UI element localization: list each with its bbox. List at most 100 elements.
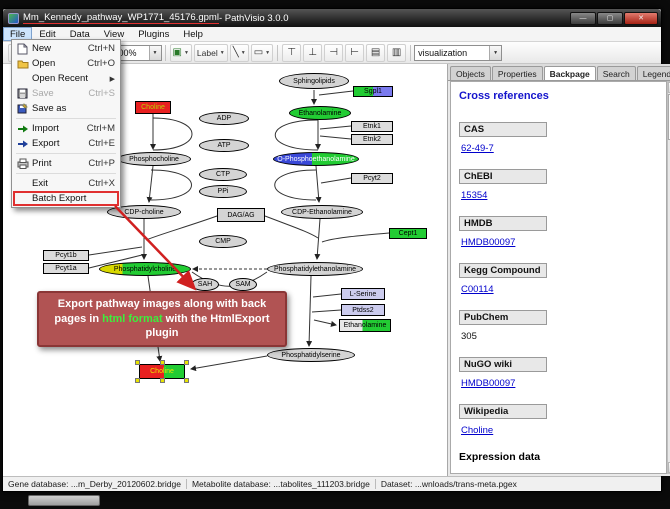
pathway-node-l-serine[interactable]: L-Serine [341,288,385,300]
pathway-node-pcyt1a[interactable]: Pcyt1a [43,263,89,274]
pathway-node-ethanolamine[interactable]: Ethanolamine [289,106,351,120]
visualization-combo[interactable]: visualization▼ [414,44,503,61]
pathway-node-atp[interactable]: ATP [199,139,249,152]
pathway-node-cept1[interactable]: Cept1 [389,228,427,239]
xref-link[interactable]: Choline [461,425,494,436]
tab-backpage[interactable]: Backpage [543,66,596,80]
pathway-node-pcyt2[interactable]: Pcyt2 [351,173,393,184]
toolbar-separator [164,44,166,61]
align-left-button[interactable]: ⊣ [324,43,344,62]
export-icon [15,139,30,149]
align-right-button[interactable]: ⊢ [345,43,365,62]
menu-item-label: Save as [32,103,67,114]
scrollbar-thumb[interactable] [668,94,670,140]
xref-link[interactable]: 15354 [461,190,488,201]
titlebar[interactable]: Mm_Kennedy_pathway_WP1771_45176.gpml - P… [3,9,661,27]
window-title-filename: Mm_Kennedy_pathway_WP1771_45176.gpml [23,12,219,24]
callout-text-after: with the HtmlExport plugin [145,312,270,340]
menu-item-shortcut: Ctrl+N [87,43,115,54]
file-menu-item-open[interactable]: Open Ctrl+O [13,56,119,71]
menu-help[interactable]: Help [183,28,203,40]
xref-source-header: Kegg Compound [459,263,547,278]
file-menu-item-open-recent[interactable]: Open Recent▶ [13,71,119,86]
vertical-scrollbar[interactable]: ▲ ▼ [667,81,670,474]
chevron-down-icon[interactable]: ▼ [489,45,502,60]
file-menu-item-new[interactable]: New Ctrl+N [13,41,119,56]
scroll-up-icon[interactable]: ▲ [668,82,670,93]
tab-search[interactable]: Search [596,66,636,80]
datanode-tool[interactable]: ▣▼ [169,43,192,62]
tab-legend[interactable]: Legend [636,66,670,80]
minimize-button[interactable]: — [570,11,596,25]
pathway-node-sgpl1[interactable]: Sgpl1 [353,86,393,97]
menu-item-shortcut: Ctrl+O [87,58,115,69]
pathway-node-cdp-ethanolamine[interactable]: CDP-Ethanolamine [281,205,363,219]
pathway-node-sah[interactable]: SAH [191,278,219,291]
tab-objects[interactable]: Objects [450,66,491,80]
shape-tool[interactable]: ▭▼ [250,43,274,62]
stack-horizontal-button[interactable]: ▤ [366,43,386,62]
pathway-node-o-phosphoethanolamine[interactable]: O-Phosphoethanolamine [273,152,359,166]
status-segment: Gene database: ...m_Derby_20120602.bridg… [8,479,181,489]
xref-link[interactable]: HMDB00097 [461,237,516,248]
menu-item-label: Print [32,158,52,169]
label-tool[interactable]: Label▼ [193,43,228,62]
pathway-node-choline-top[interactable]: Choline [135,101,171,114]
selection-handle[interactable] [184,378,189,383]
align-top-button[interactable]: ⊤ [282,43,302,62]
pathway-node-etnk2[interactable]: Etnk2 [351,134,393,145]
xref-value: 305 [461,331,477,342]
line-tool[interactable]: ╲▼ [229,43,249,62]
menu-edit[interactable]: Edit [39,28,56,40]
scroll-down-icon[interactable]: ▼ [668,462,670,473]
chevron-down-icon[interactable]: ▼ [148,45,161,60]
stack-vertical-button[interactable]: ▥ [387,43,407,62]
menu-item-label: Save [32,88,54,99]
pathway-node-phosphatidylethanolamine[interactable]: Phosphatidylethanolamine [267,262,363,276]
xref-link[interactable]: HMDB00097 [461,378,516,389]
file-menu-item-batch-export[interactable]: Batch Export [13,191,119,206]
pathway-node-cmp[interactable]: CMP [199,235,247,248]
pathway-node-adp[interactable]: ADP [199,112,249,125]
xref-link[interactable]: C00114 [461,284,494,295]
file-menu-item-save-as[interactable]: Save as [13,101,119,116]
pathway-node-phosphatidylserine[interactable]: Phosphatidylserine [267,348,355,362]
selection-handle[interactable] [160,378,165,383]
pathway-node-sphingolipids[interactable]: Sphingolipids [279,73,349,89]
menu-item-label: New [32,43,52,54]
pathway-node-dag[interactable]: DAG/AG [217,208,265,222]
menu-data[interactable]: Data [69,28,90,40]
pathway-node-pcyt1b[interactable]: Pcyt1b [43,250,89,261]
pathway-node-choline-bottom[interactable]: Choline [139,364,185,379]
app-icon [8,12,19,24]
pathway-node-ppi[interactable]: PPi [199,185,247,198]
menu-plugins[interactable]: Plugins [138,28,170,40]
selection-handle[interactable] [135,360,140,365]
maximize-button[interactable]: ▢ [597,11,623,25]
menu-view[interactable]: View [103,28,125,40]
tab-properties[interactable]: Properties [491,66,543,80]
menu-item-label: Open [32,58,56,69]
pathway-node-ethanolamine-2[interactable]: Ethanolamine [339,319,391,332]
selection-handle[interactable] [184,360,189,365]
pathway-node-ctp[interactable]: CTP [199,168,247,181]
selection-handle[interactable] [135,378,140,383]
print-icon [15,158,30,169]
pathway-node-phosphatidylcholine[interactable]: Phosphatidylcholine [99,262,191,276]
xref-link[interactable]: 62-49-7 [461,143,494,154]
align-bottom-button[interactable]: ⊥ [303,43,323,62]
close-button[interactable]: ✕ [624,11,658,25]
pathway-node-etnk1[interactable]: Etnk1 [351,121,393,132]
selection-handle[interactable] [160,360,165,365]
pathway-node-ptdss2[interactable]: Ptdss2 [341,304,385,316]
pathway-node-sam[interactable]: SAM [229,278,257,291]
pathway-node-phosphocholine[interactable]: Phosphocholine [117,152,191,166]
